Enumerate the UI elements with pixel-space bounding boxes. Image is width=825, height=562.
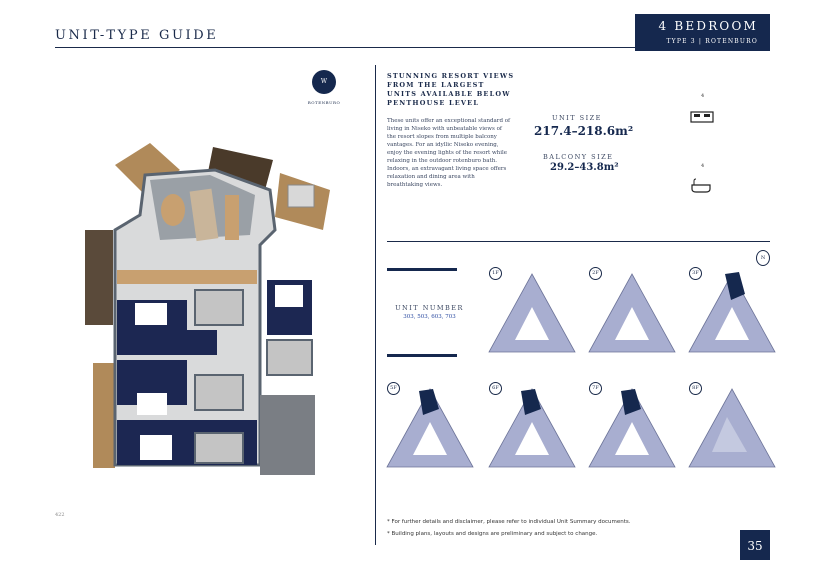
highlighted-unit-6f bbox=[521, 389, 541, 415]
balcony-size-label: BALCONY SIZE bbox=[543, 153, 614, 161]
floor-plan bbox=[85, 143, 330, 475]
floor-diagram-6f bbox=[488, 388, 576, 468]
corridor-carpet-1 bbox=[117, 330, 217, 355]
floor-badge-1f: 1F bbox=[489, 267, 502, 280]
brand-logo-label: ROTENBURO bbox=[307, 100, 341, 105]
kitchen-counter bbox=[117, 270, 257, 284]
floor-diagram-3f bbox=[688, 272, 776, 353]
floor-badge-5f: 5F bbox=[387, 382, 400, 395]
bathroom-count: 4 bbox=[701, 163, 705, 169]
vertical-divider bbox=[375, 65, 376, 545]
highlighted-unit-3f bbox=[725, 272, 745, 300]
floor-badge-3f: 3F bbox=[689, 267, 702, 280]
unit-number-bottom-bar bbox=[387, 354, 457, 357]
floor-badge-6f: 6F bbox=[489, 382, 502, 395]
rotenburo-bath bbox=[287, 184, 315, 208]
balcony-west-1 bbox=[85, 230, 113, 325]
header-divider bbox=[55, 47, 635, 48]
bed-4 bbox=[140, 435, 172, 460]
bathroom-4 bbox=[266, 339, 313, 376]
unit-number-top-bar bbox=[387, 268, 457, 271]
balcony-nw bbox=[115, 143, 180, 195]
dining-table bbox=[161, 194, 185, 226]
bathroom-1 bbox=[194, 289, 244, 326]
footnote-2: * Building plans, layouts and designs ar… bbox=[387, 531, 598, 537]
bed-icon bbox=[690, 111, 714, 123]
description: These units offer an exceptional standar… bbox=[387, 118, 511, 188]
bed-2 bbox=[275, 285, 303, 307]
balcony-west-2 bbox=[93, 363, 115, 468]
section-divider bbox=[387, 241, 770, 242]
floor-diagram-5f bbox=[386, 388, 474, 468]
page-reference: 422 bbox=[55, 512, 65, 518]
unit-number-label: UNIT NUMBER bbox=[395, 304, 464, 312]
section-title: UNIT-TYPE GUIDE bbox=[55, 28, 219, 43]
floor-diagram-8f bbox=[688, 388, 776, 468]
floor-diagram-7f bbox=[588, 388, 676, 468]
bedroom-count: 4 bbox=[701, 93, 705, 99]
unit-type-title-box: 4 BEDROOM TYPE 3 | ROTENBURO bbox=[635, 14, 770, 51]
unit-size-value: 217.4–218.6m² bbox=[534, 124, 634, 138]
floor-badge-2f: 2F bbox=[589, 267, 602, 280]
page-number: 35 bbox=[740, 530, 770, 560]
unit-type-subtitle: TYPE 3 | ROTENBURO bbox=[666, 38, 758, 45]
bathroom-3 bbox=[194, 432, 244, 464]
utility-room bbox=[260, 395, 315, 475]
sofa bbox=[189, 188, 219, 242]
floor-badge-8f: 8F bbox=[689, 382, 702, 395]
footnote-1: * For further details and disclaimer, pl… bbox=[387, 519, 631, 525]
floor-badge-7f: 7F bbox=[589, 382, 602, 395]
highlighted-unit-5f bbox=[419, 389, 439, 415]
kitchen-island bbox=[225, 195, 239, 240]
unit-size-label: UNIT SIZE bbox=[552, 114, 602, 122]
bathtub-icon bbox=[691, 178, 711, 193]
brand-logo: W bbox=[312, 70, 336, 94]
bed-1 bbox=[135, 303, 167, 325]
headline: STUNNING RESORT VIEWS FROM THE LARGEST U… bbox=[387, 72, 515, 107]
floor-diagram-2f bbox=[588, 273, 676, 353]
bathroom-2 bbox=[194, 374, 244, 411]
floor-diagram-1f bbox=[488, 273, 576, 353]
bed-3 bbox=[137, 393, 167, 415]
unit-number-values: 303, 503, 603, 703 bbox=[403, 314, 456, 320]
balcony-size-value: 29.2–43.8m² bbox=[550, 162, 619, 173]
unit-type-title: 4 BEDROOM bbox=[658, 19, 758, 33]
north-compass: N bbox=[756, 250, 770, 266]
highlighted-unit-7f bbox=[621, 389, 641, 415]
